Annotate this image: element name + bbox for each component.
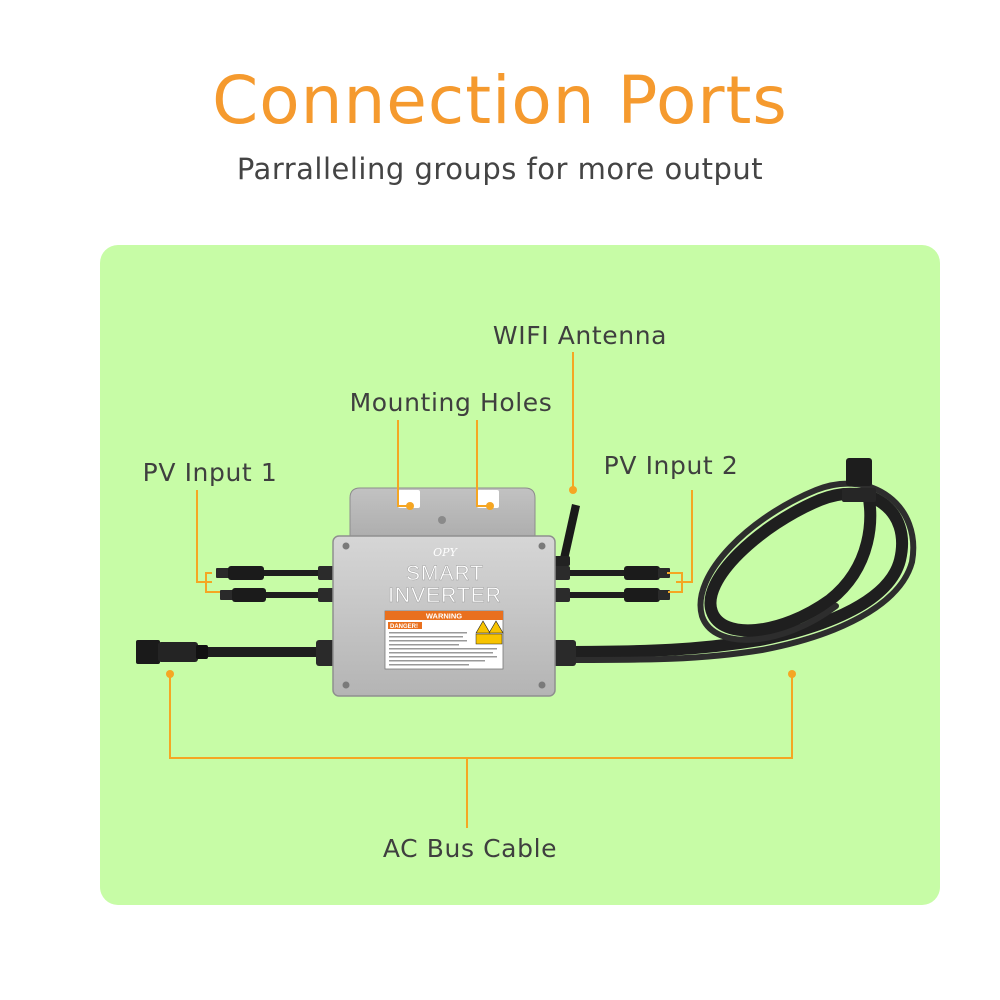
mounting-hole-right [477, 490, 499, 508]
warning-label: WARNING DANGER! [384, 610, 504, 670]
hazard-icon [475, 620, 491, 634]
ac-bus-cable-left [136, 640, 340, 664]
danger-label: DANGER! [390, 624, 418, 630]
mounting-hole-left [398, 490, 420, 508]
device-name-line2: INVERTER [388, 584, 502, 607]
callout-wifi-antenna: WIFI Antenna [493, 321, 667, 350]
callout-pv-input-2: PV Input 2 [604, 451, 739, 480]
wifi-antenna [552, 504, 580, 566]
leader-dots [166, 486, 796, 678]
page-subtitle: Parralleling groups for more output [236, 152, 764, 186]
pv-input-1-cables [216, 566, 334, 602]
leader-lines [169, 352, 793, 828]
page-title: Connection Ports [212, 62, 788, 139]
callout-ac-bus-cable: AC Bus Cable [383, 834, 557, 863]
ac-bus-cable-coil [554, 466, 917, 663]
device-name-line1: SMART [406, 562, 484, 585]
hazard-icon [488, 620, 504, 634]
ac-gland-right [552, 640, 576, 666]
brand-logo: OPY [433, 546, 458, 559]
callout-pv-input-1: PV Input 1 [143, 458, 278, 487]
pv-input-2-cables [554, 566, 670, 602]
ac-end-connector-right [842, 458, 876, 502]
callout-mounting-holes: Mounting Holes [350, 388, 553, 417]
warning-header: WARNING [426, 612, 462, 621]
